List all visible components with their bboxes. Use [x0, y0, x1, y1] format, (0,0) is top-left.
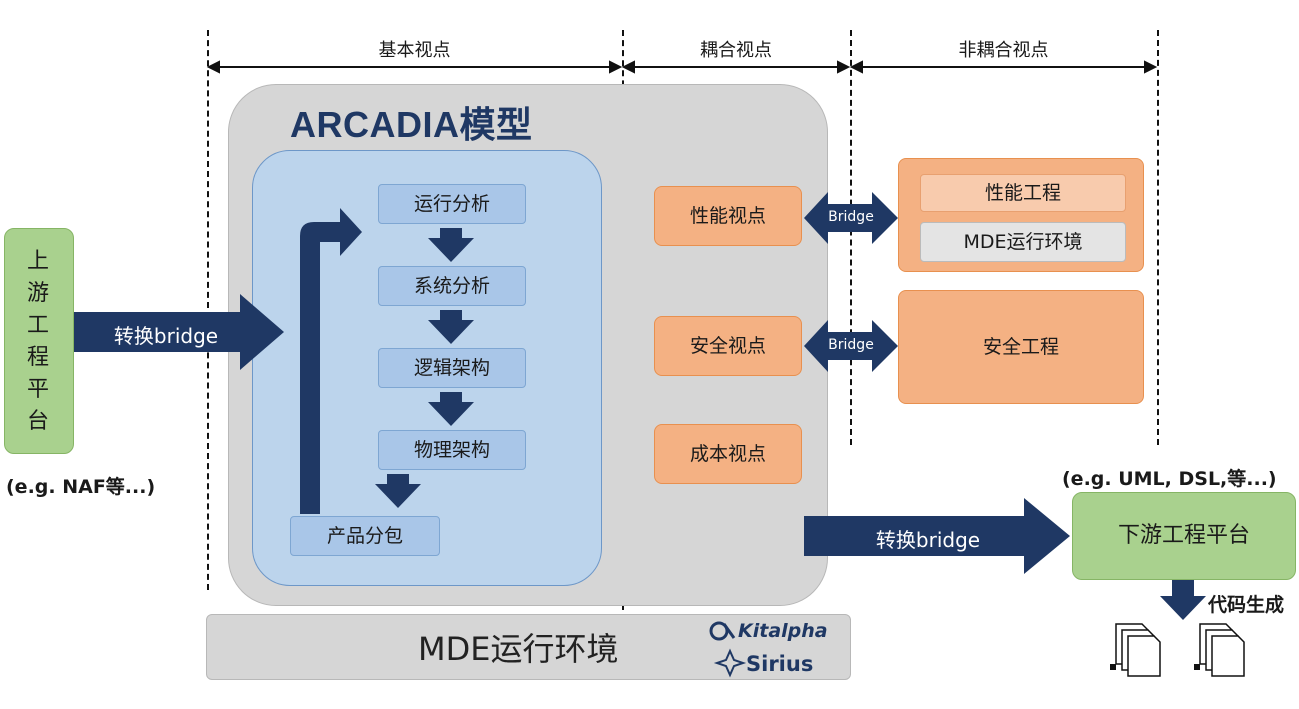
- code-generation-label: 代码生成: [1208, 594, 1285, 616]
- upstream-platform-label: 上游工程平台: [26, 249, 49, 434]
- down-arrow-1: [428, 228, 474, 262]
- model-title: ARCADIA模型: [290, 104, 533, 145]
- step-logical-architecture: 逻辑架构: [378, 348, 526, 388]
- header-span-arrows: [206, 60, 1158, 74]
- product-package: 产品分包: [290, 516, 440, 556]
- mde-runtime-label: MDE运行环境: [418, 630, 619, 668]
- downstream-example: (e.g. UML, DSL,等...): [1062, 468, 1277, 490]
- downstream-bridge-label: 转换bridge: [875, 528, 981, 552]
- step-operational-analysis: 运行分析: [378, 184, 526, 224]
- security-viewpoint: 安全视点: [654, 316, 802, 376]
- header-uncoupled-view: 非耦合视点: [958, 40, 1049, 61]
- feedback-arrow: [300, 208, 362, 514]
- bridge-label-security: Bridge: [828, 337, 874, 353]
- kitalpha-logo-text: Kitalpha: [738, 620, 828, 642]
- bridge-arrow-security: [804, 320, 898, 372]
- bridge-arrow-performance: [804, 192, 898, 244]
- downstream-platform: 下游工程平台: [1072, 492, 1296, 580]
- header-basic-view: 基本视点: [378, 40, 451, 61]
- sirius-logo-text: Sirius: [746, 652, 814, 676]
- security-engineering: 安全工程: [898, 290, 1144, 404]
- divider-left: [207, 30, 209, 590]
- upstream-example: (e.g. NAF等...): [6, 476, 156, 498]
- cost-viewpoint: 成本视点: [654, 424, 802, 484]
- down-arrow-4: [375, 474, 421, 508]
- kitalpha-logo-icon: [709, 621, 736, 641]
- performance-engineering: 性能工程: [920, 174, 1126, 212]
- step-system-analysis: 系统分析: [378, 266, 526, 306]
- header-coupled-view: 耦合视点: [700, 40, 772, 61]
- upstream-platform: [4, 228, 74, 454]
- upstream-bridge-label: 转换bridge: [113, 324, 219, 348]
- divider-right: [1157, 30, 1159, 445]
- divider-middle-right: [850, 30, 852, 445]
- down-arrow-2: [428, 310, 474, 344]
- mde-runtime-box: MDE运行环境: [920, 222, 1126, 262]
- bridge-label-performance: Bridge: [828, 209, 874, 225]
- mde-runtime-bar: [206, 614, 851, 680]
- step-physical-architecture: 物理架构: [378, 430, 526, 470]
- sirius-logo-icon: [713, 648, 747, 678]
- down-arrow-3: [428, 392, 474, 426]
- performance-viewpoint: 性能视点: [654, 186, 802, 246]
